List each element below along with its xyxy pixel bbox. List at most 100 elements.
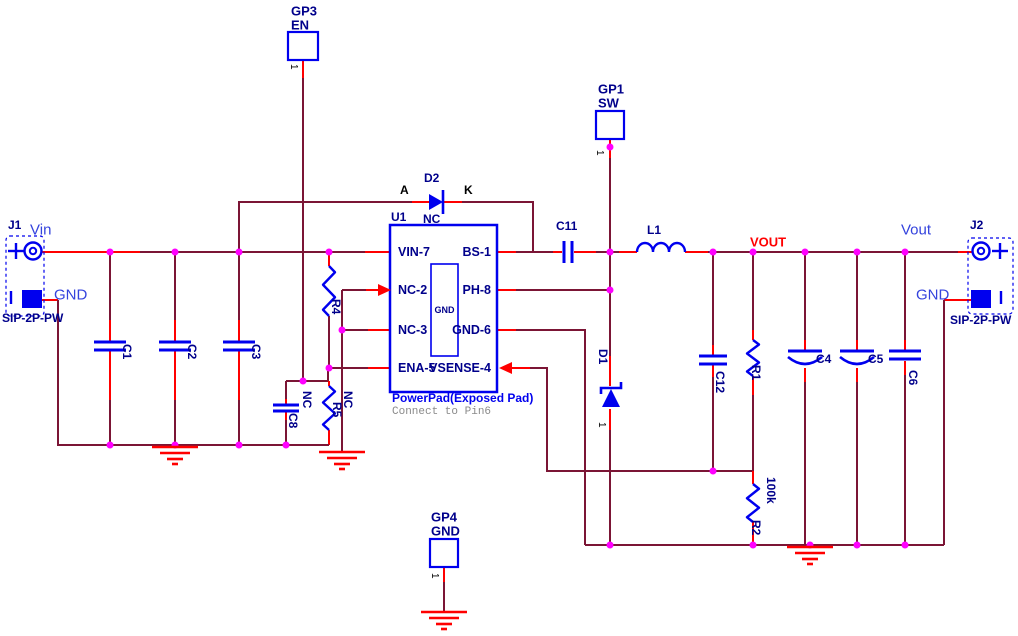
junction-dot bbox=[606, 248, 614, 256]
designator-label: NC bbox=[423, 212, 441, 226]
ic-pin-label: ENA-5 bbox=[398, 361, 436, 375]
designator-label: C12 bbox=[713, 371, 727, 393]
port-arrow-icon bbox=[499, 362, 512, 374]
junction-dot bbox=[235, 248, 243, 256]
net-label: GND bbox=[916, 287, 950, 304]
connector-j2-pin2-pad[interactable] bbox=[971, 290, 991, 308]
connector-j1-pin1-inner bbox=[28, 246, 38, 256]
designator-label: C11 bbox=[556, 219, 578, 233]
designator-label: C2 bbox=[185, 344, 199, 360]
designator-label: D2 bbox=[424, 171, 440, 185]
zener-d1-bar bbox=[599, 382, 623, 394]
junction-dot bbox=[171, 248, 179, 256]
text-label: Connect to Pin6 bbox=[392, 406, 491, 418]
ic-pin-label: GND-6 bbox=[452, 323, 491, 337]
wire-segment[interactable] bbox=[530, 367, 753, 472]
zener-d1[interactable] bbox=[602, 389, 620, 407]
wire-segment[interactable] bbox=[238, 201, 412, 252]
designator-label: R1 bbox=[749, 365, 763, 381]
ic-powerpad-outline bbox=[430, 263, 459, 357]
ic-powerpad-label: GND bbox=[435, 305, 456, 315]
connector-j1-pin1-circle[interactable] bbox=[23, 241, 43, 261]
designator-label: GP3 bbox=[291, 4, 317, 19]
header-pin-box-gp3[interactable] bbox=[286, 30, 320, 62]
designator-label: NC bbox=[341, 391, 355, 409]
designator-label: R4 bbox=[329, 299, 343, 315]
junction-dot bbox=[749, 248, 757, 256]
wire-segment[interactable] bbox=[516, 329, 586, 545]
junction-dot bbox=[853, 248, 861, 256]
text-label: 1 bbox=[429, 573, 440, 579]
junction-dot bbox=[709, 467, 717, 475]
junction-dot bbox=[106, 248, 114, 256]
ic-pin-label: PH-8 bbox=[463, 283, 492, 297]
designator-label: J2 bbox=[970, 218, 984, 232]
junction-dot bbox=[709, 248, 717, 256]
junction-dot bbox=[749, 541, 757, 549]
junction-dot bbox=[338, 326, 346, 334]
net-label: Vout bbox=[901, 222, 932, 239]
designator-label: C3 bbox=[249, 344, 263, 360]
junction-dot bbox=[801, 248, 809, 256]
ic-pin-label: NC-3 bbox=[398, 323, 427, 337]
junction-dot bbox=[853, 541, 861, 549]
text-label: PowerPad(Exposed Pad) bbox=[392, 391, 533, 405]
junction-dot bbox=[235, 441, 243, 449]
header-pin-box-gp1[interactable] bbox=[594, 109, 626, 141]
diode-d2[interactable] bbox=[429, 194, 443, 210]
net-label: VOUT bbox=[750, 235, 786, 250]
capacitor-c4[interactable] bbox=[787, 355, 823, 366]
designator-label: D1 bbox=[596, 349, 610, 365]
inductor-l1[interactable] bbox=[635, 241, 687, 253]
text-label: 1 bbox=[594, 150, 605, 156]
designator-label: L1 bbox=[647, 223, 661, 237]
ic-pin-label: VSENSE-4 bbox=[429, 361, 491, 375]
designator-label: J1 bbox=[8, 218, 22, 232]
designator-label: NC bbox=[300, 391, 314, 409]
resistor-r1[interactable] bbox=[745, 339, 761, 377]
ic-pin-label: VIN-7 bbox=[398, 245, 430, 259]
designator-label: GP1 bbox=[598, 82, 624, 97]
net-label: Vin bbox=[30, 222, 51, 239]
resistor-r2[interactable] bbox=[745, 483, 761, 523]
text-label: 100k bbox=[764, 477, 778, 504]
connector-j1-outline[interactable] bbox=[5, 235, 45, 317]
wire-segment[interactable] bbox=[462, 201, 534, 252]
text-label: SIP-2P-PW bbox=[2, 311, 64, 325]
text-label: 1 bbox=[596, 422, 607, 428]
ic-body-u1[interactable] bbox=[388, 223, 499, 394]
connector-j2-pin1-circle[interactable] bbox=[971, 241, 991, 261]
connector-j1-pin2-pad[interactable] bbox=[22, 290, 42, 308]
designator-label: U1 bbox=[391, 210, 407, 224]
text-label: 1 bbox=[288, 64, 299, 70]
designator-label: C4 bbox=[816, 352, 832, 366]
junction-dot bbox=[901, 541, 909, 549]
resistor-r4[interactable] bbox=[321, 265, 337, 317]
designator-label: GND bbox=[431, 524, 460, 539]
junction-dot bbox=[325, 248, 333, 256]
designator-label: C6 bbox=[906, 370, 920, 386]
designator-label: C8 bbox=[286, 413, 300, 429]
junction-dot bbox=[106, 441, 114, 449]
designator-label: R5 bbox=[330, 402, 344, 418]
junction-dot bbox=[901, 248, 909, 256]
designator-label: SW bbox=[598, 96, 620, 111]
junction-dot bbox=[606, 286, 614, 294]
header-pin-box-gp4[interactable] bbox=[428, 537, 460, 569]
junction-dot bbox=[606, 541, 614, 549]
resistor-r5[interactable] bbox=[321, 385, 337, 431]
port-arrow-icon bbox=[378, 284, 391, 296]
capacitor-c5[interactable] bbox=[839, 355, 875, 366]
connector-j2-pin1-inner bbox=[976, 246, 986, 256]
ic-pin-label: BS-1 bbox=[463, 245, 492, 259]
text-label: SIP-2P-PW bbox=[950, 313, 1012, 327]
connector-j2-outline[interactable] bbox=[967, 237, 1014, 315]
designator-label: EN bbox=[291, 18, 309, 33]
junction-dot bbox=[282, 441, 290, 449]
ic-pin-label: NC-2 bbox=[398, 283, 427, 297]
text-label: A bbox=[400, 183, 409, 197]
designator-label: C1 bbox=[120, 344, 134, 360]
text-label: K bbox=[464, 183, 473, 197]
